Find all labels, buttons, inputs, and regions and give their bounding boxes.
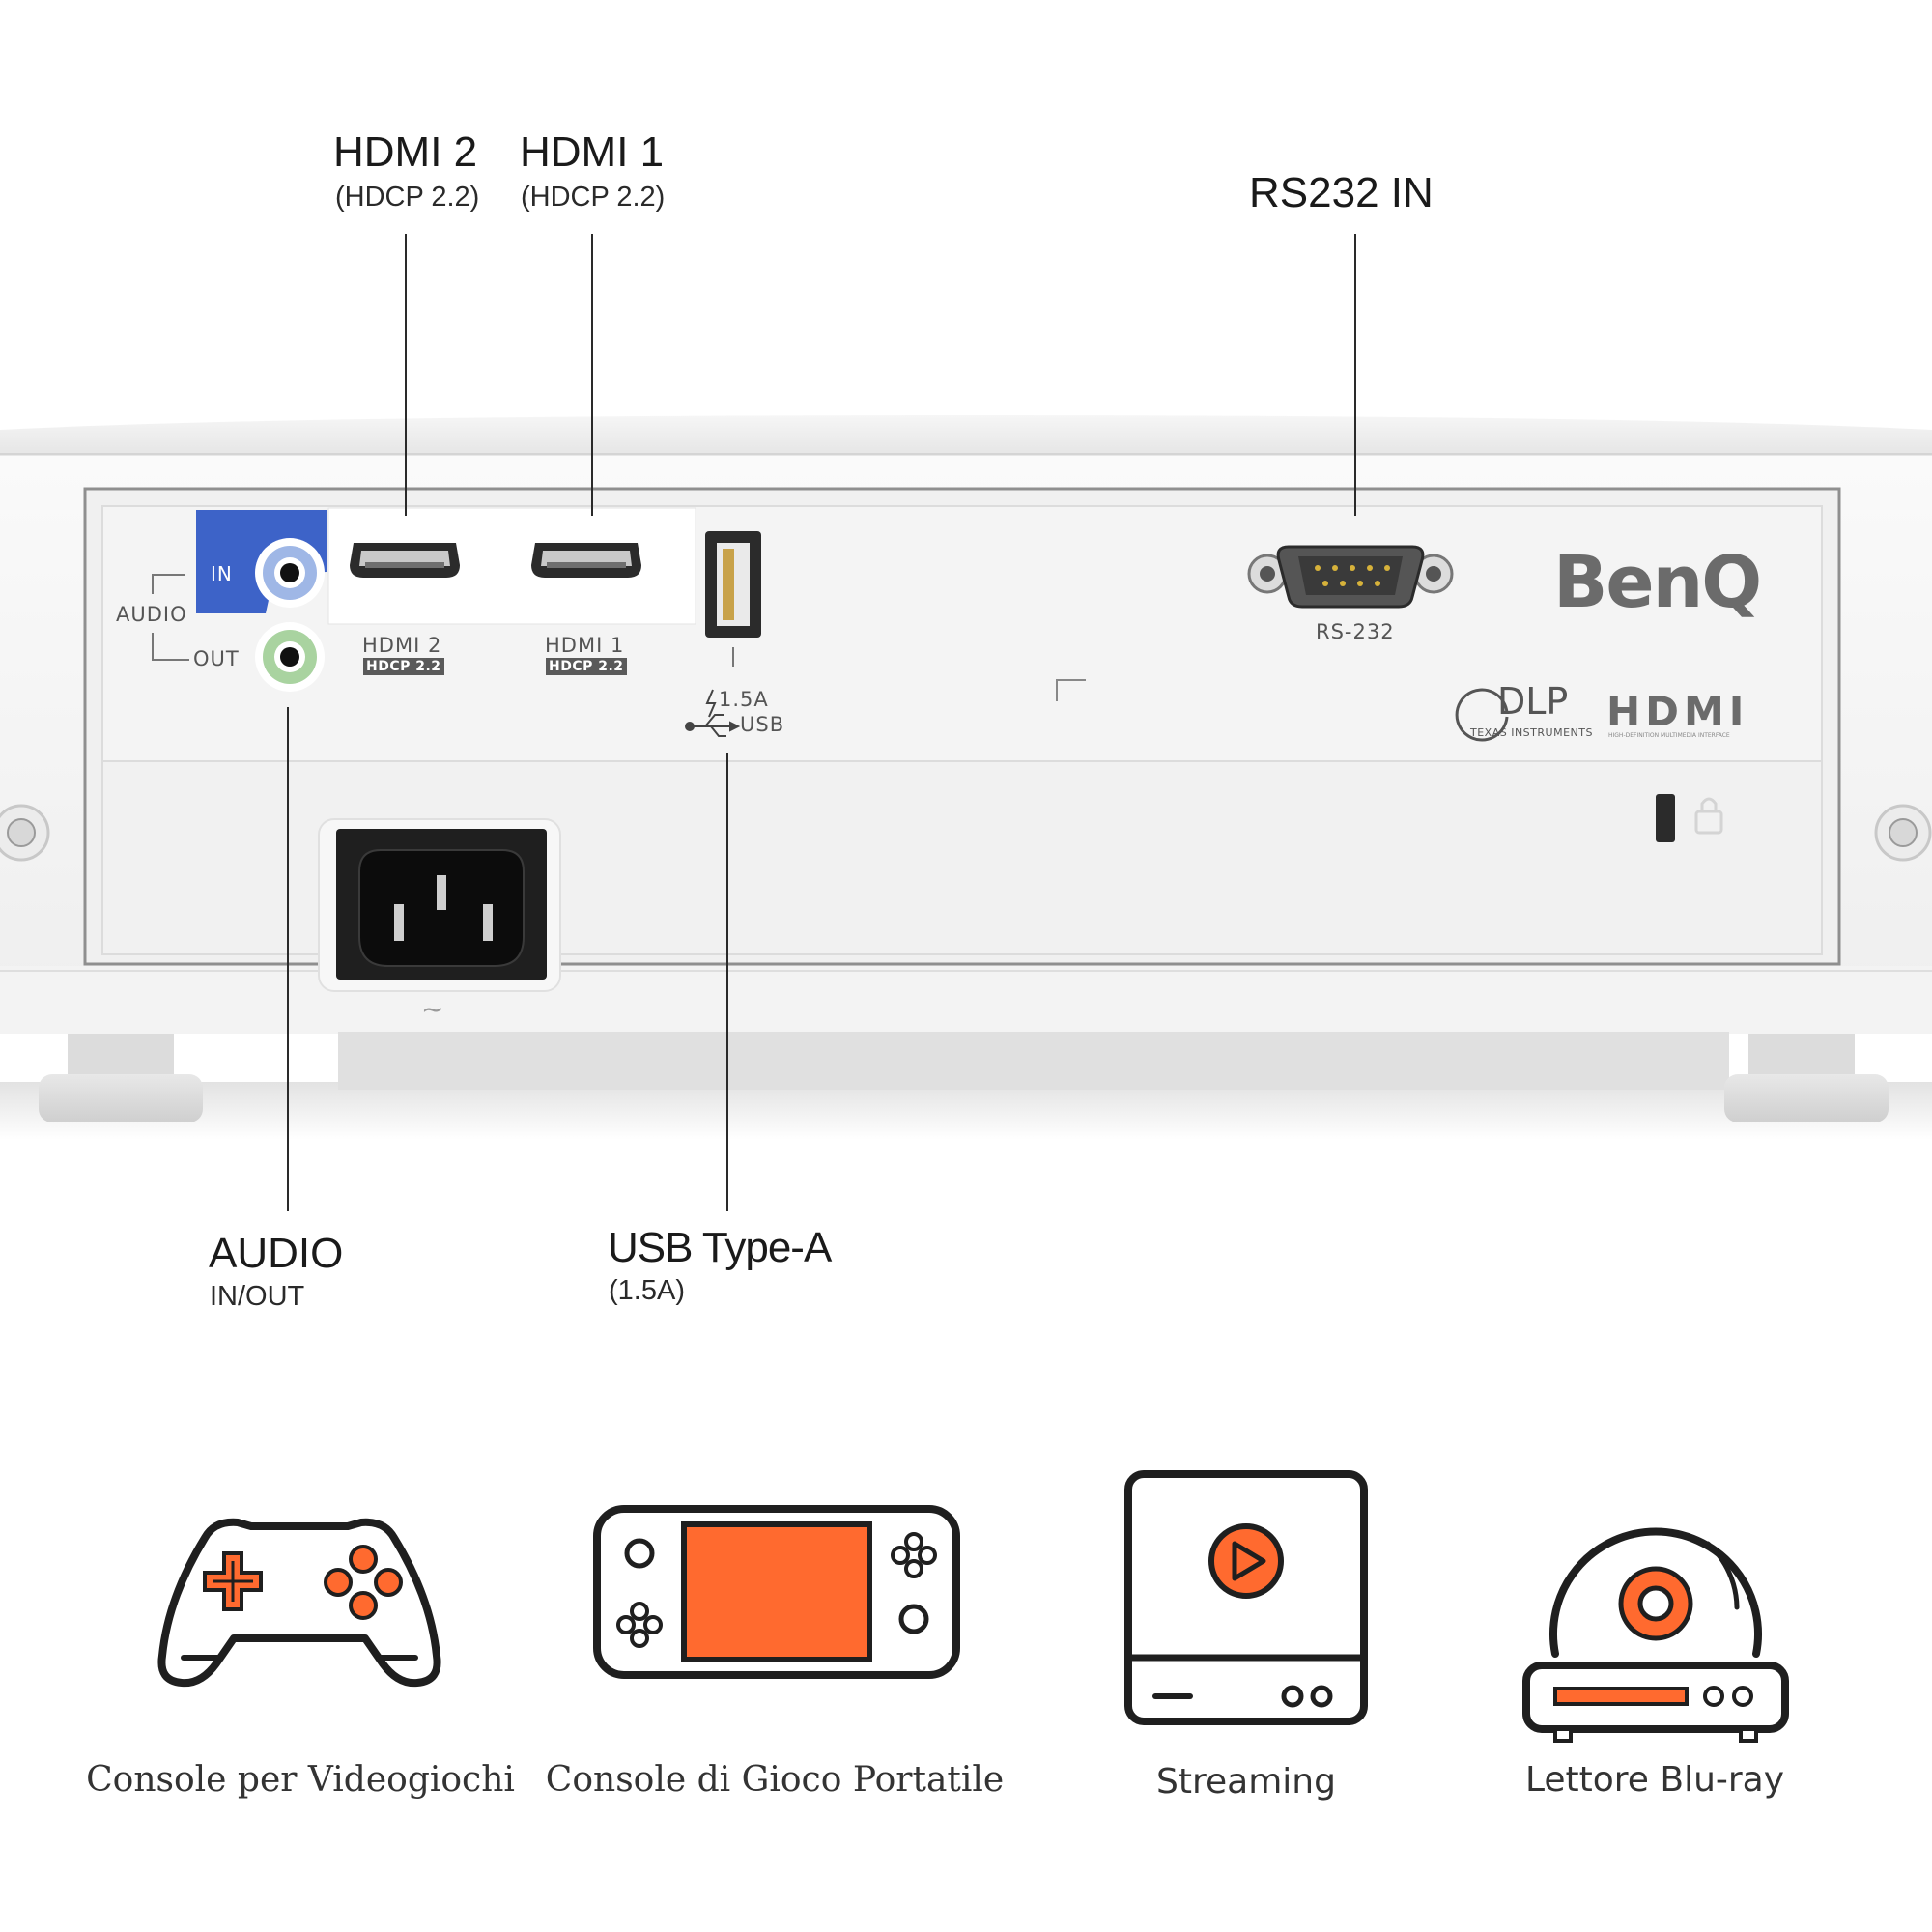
- streaming-box-icon: [1124, 1470, 1368, 1725]
- hdmi1-hdcp-badge: HDCP 2.2: [546, 658, 627, 675]
- lock-icon: [1694, 797, 1723, 835]
- audio-leader-line: [287, 707, 289, 1211]
- audio-callout-sub: IN/OUT: [210, 1281, 305, 1312]
- gamepad-icon: [157, 1518, 441, 1688]
- hdmi2-port: [350, 543, 460, 578]
- hdmi-logo: HDMI: [1606, 688, 1749, 735]
- projector-body-drawing: [0, 415, 1932, 1140]
- rs232-callout-title: RS232 IN: [1249, 169, 1434, 216]
- hdmi1-leader-line: [591, 234, 593, 516]
- use-label-bluray-player: Lettore Blu-ray: [1524, 1760, 1785, 1800]
- handheld-console-icon: [593, 1505, 960, 1679]
- rs232-leader-line: [1354, 234, 1356, 516]
- audio-out-jack: [255, 622, 325, 692]
- hdmi1-port: [531, 543, 641, 578]
- usb-current-label: 1.5A: [719, 688, 769, 711]
- hdmi-logo-sub: HIGH-DEFINITION MULTIMEDIA INTERFACE: [1608, 732, 1730, 739]
- hdmi2-hdcp-badge: HDCP 2.2: [363, 658, 444, 675]
- use-label-streaming: Streaming: [1156, 1762, 1336, 1802]
- bluray-player-icon: [1522, 1527, 1789, 1743]
- usb-symbol: [685, 714, 741, 737]
- left-foot: [39, 1034, 203, 1122]
- hdmi2-panel-label: HDMI 2: [362, 634, 442, 657]
- hdmi1-callout-sub: (HDCP 2.2): [521, 182, 666, 213]
- hdmi1-panel-label: HDMI 1: [545, 634, 625, 657]
- benq-logo: BenQ: [1553, 541, 1762, 624]
- audio-group-label: AUDIO: [116, 603, 187, 626]
- hdmi2-callout-sub: (HDCP 2.2): [335, 182, 480, 213]
- kensington-slot: [1656, 794, 1675, 842]
- projector-rear-view: IN AUDIO OUT HDMI 2 HDCP 2.2 HDMI 1 HDCP…: [0, 415, 1932, 1140]
- usb-port: [705, 531, 761, 667]
- rs232-panel-label: RS-232: [1316, 620, 1395, 643]
- use-cases-row: Console per Videogiochi Console di Gioco…: [0, 1468, 1932, 1874]
- rs232-port: [1247, 545, 1454, 609]
- use-label-handheld-console: Console di Gioco Portatile: [545, 1760, 1005, 1800]
- usb-callout-sub: (1.5A): [609, 1275, 685, 1306]
- dlp-logo-ring: [1455, 688, 1509, 742]
- hdmi1-callout-title: HDMI 1: [520, 128, 665, 176]
- use-label-gaming-console: Console per Videogiochi: [86, 1760, 515, 1800]
- audio-callout-title: AUDIO: [209, 1230, 344, 1277]
- audio-out-label: OUT: [193, 647, 240, 670]
- usb-leader-line: [726, 753, 728, 1211]
- right-foot: [1724, 1034, 1889, 1122]
- dlp-logo: DLP: [1497, 680, 1569, 723]
- audio-in-jack: [255, 538, 325, 608]
- hdmi2-leader-line: [405, 234, 407, 516]
- audio-in-label: IN: [211, 562, 233, 585]
- dlp-maker-label: TEXAS INSTRUMENTS: [1470, 726, 1593, 739]
- power-inlet: [318, 818, 561, 992]
- ac-symbol: ~: [421, 993, 444, 1025]
- usb-panel-label: USB: [740, 713, 785, 736]
- hdmi2-callout-title: HDMI 2: [333, 128, 478, 176]
- usb-callout-title: USB Type-A: [608, 1224, 832, 1271]
